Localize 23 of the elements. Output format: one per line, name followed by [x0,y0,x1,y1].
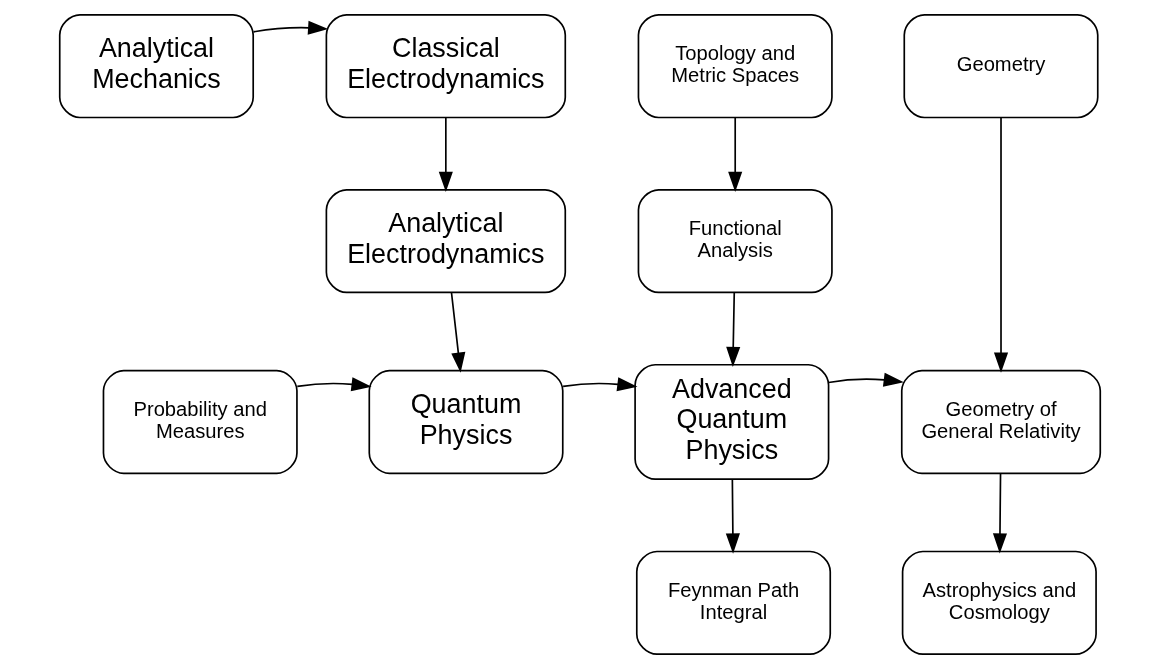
node-box: Topology and Metric Spaces [637,14,833,119]
arrow [992,472,1008,554]
node-box: Geometry of General Relativity [900,369,1102,475]
node-box: Astrophysics and Cosmology [901,550,1097,655]
arrow [450,291,466,373]
arrow [438,116,453,192]
node-box: Advanced Quantum Physics [634,363,830,480]
node-box: Analytical Mechanics [58,14,255,119]
arrow [827,372,904,387]
node-box: Geometry [903,14,1099,119]
node-box: Probability and Measures [102,369,298,475]
node-box: Feynman Path Integral [635,550,832,655]
node-box: Functional Analysis [637,189,833,294]
node-box: Classical Electrodynamics [325,14,567,119]
arrow [562,377,638,392]
arrow [993,116,1009,373]
node-box: Quantum Physics [368,369,564,475]
arrow [728,116,743,192]
node-box: Analytical Electrodynamics [325,189,567,294]
arrow [252,20,329,35]
arrow [296,377,372,392]
arrow [726,291,741,368]
arrow [725,478,740,554]
